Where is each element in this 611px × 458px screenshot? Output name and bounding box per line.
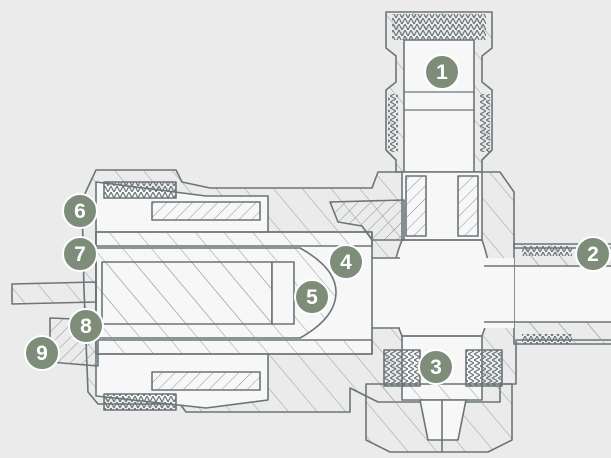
callout-6: 6 [62,193,98,229]
callout-number: 1 [436,61,448,84]
callout-2: 2 [575,236,611,272]
callout-badge [62,236,98,272]
callout-3: 3 [418,349,454,385]
callout-number: 2 [587,243,599,266]
valve-body [11,11,611,453]
callout-9: 9 [24,335,60,371]
callout-number: 9 [36,342,48,365]
upper-spring [151,201,261,221]
right-outlet-thread-bottom [522,334,572,344]
callout-number: 7 [74,243,86,266]
diaphragm [329,199,405,241]
callout-badge [24,335,60,371]
callout-number: 6 [74,200,86,223]
callout-number: 4 [340,251,352,274]
callout-badge [294,279,330,315]
callout-badge [418,349,454,385]
callout-badge [68,308,104,344]
callout-badge [424,54,460,90]
left-stem [11,281,97,305]
callout-1: 1 [424,54,460,90]
callout-8: 8 [68,308,104,344]
callouts: 1 2 3 45 6 7 8 9 [24,54,611,385]
callout-badge [62,193,98,229]
upper-thread-ring [103,181,177,199]
callout-4: 4 [328,244,364,280]
top-fitting-thread [392,14,486,40]
top-bore-thread-left [388,94,398,152]
callout-5: 5 [294,279,330,315]
lower-spring [151,371,261,391]
right-outlet-bore [513,265,611,323]
callout-badge [575,236,611,272]
top-bore-thread-right [480,94,490,152]
piston-core [101,261,273,325]
callout-number: 3 [430,356,442,379]
callout-number: 5 [306,286,318,309]
lower-thread-ring [103,393,177,411]
right-outlet-thread-top [522,246,572,256]
callout-7: 7 [62,236,98,272]
callout-number: 8 [80,315,92,338]
callout-badge [328,244,364,280]
